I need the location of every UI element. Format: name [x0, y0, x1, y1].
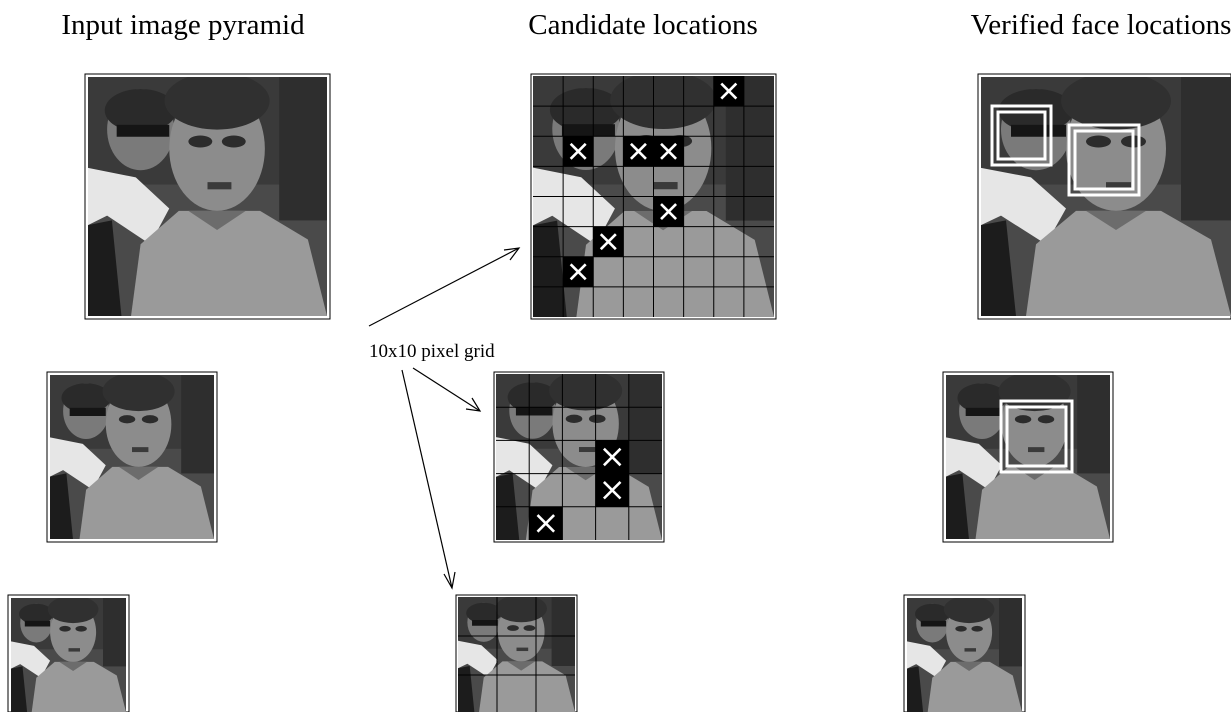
candidate-image-level-1: [530, 73, 777, 320]
arrow-to-level-2: [412, 367, 481, 412]
face-box-small: [990, 104, 1053, 167]
candidate-marker: [653, 196, 684, 227]
face-box-large: [1067, 123, 1141, 197]
candidate-marker: [563, 256, 594, 287]
candidate-marker: [595, 440, 629, 474]
input-image-level-1: [84, 73, 331, 320]
verified-image-level-1: [977, 73, 1231, 320]
candidate-marker: [623, 136, 654, 167]
arrow-to-level-1: [368, 247, 520, 327]
candidate-marker: [595, 473, 629, 507]
candidate-marker: [529, 506, 563, 540]
candidate-image-level-2: [493, 371, 665, 543]
annotation-arrows: [368, 247, 521, 590]
arrow-to-level-3: [401, 369, 453, 589]
input-image-level-2: [46, 371, 218, 543]
column-title-verified: Verified face locations: [971, 9, 1231, 41]
candidate-markers-level-2: [529, 440, 629, 540]
candidate-marker: [563, 136, 594, 167]
candidate-marker: [593, 226, 624, 257]
input-image-level-3: [7, 594, 130, 712]
grid-label: 10x10 pixel grid: [369, 341, 495, 362]
column-title-candidates: Candidate locations: [528, 9, 758, 41]
column-title-input: Input image pyramid: [61, 9, 305, 41]
candidate-image-level-3: [455, 594, 578, 712]
verified-image-level-2: [942, 371, 1114, 543]
candidate-marker: [713, 76, 744, 107]
face-box-medium: [999, 399, 1074, 474]
candidate-markers-level-1: [563, 76, 744, 287]
verified-image-level-3: [903, 594, 1026, 712]
candidate-marker: [653, 136, 684, 167]
candidate-grid-level-3: [458, 597, 575, 712]
